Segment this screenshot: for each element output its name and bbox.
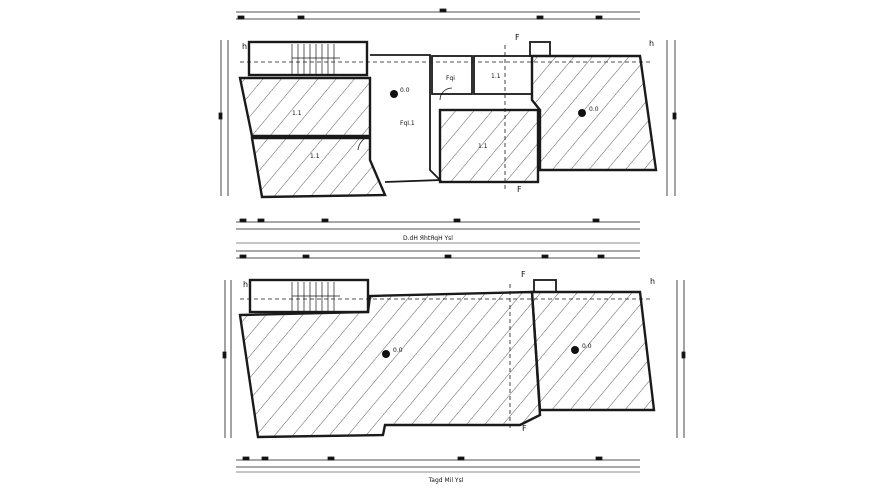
stair-treads: [291, 44, 340, 74]
plan-caption: Tagd Mil Ysl: [428, 477, 464, 484]
stair-block: [247, 40, 369, 77]
section-marker: F: [522, 424, 527, 433]
side-dimension-lines: [218, 40, 677, 196]
roof-slab: [238, 290, 542, 439]
shaft-top: [533, 279, 557, 293]
room-label: 1.1: [310, 153, 320, 160]
height-marker: h: [243, 280, 248, 289]
level-mark-text: 0.0: [393, 347, 403, 354]
plan-caption: D.dH ЯhtЯqH Ysl: [403, 235, 453, 242]
stair-treads: [291, 282, 340, 311]
room-label: 1.1: [292, 110, 302, 117]
level-mark-text: 0.0: [400, 87, 410, 94]
section-marker: F: [517, 185, 522, 194]
section-marker: F: [521, 270, 526, 279]
level-marker: [571, 346, 579, 354]
bottom-dimension-lines: [236, 456, 640, 468]
room-label: FqI.1: [400, 120, 415, 127]
level-mark-text: 0.0: [582, 343, 592, 350]
room-left-lower: [250, 136, 387, 199]
door-swing: [439, 87, 453, 101]
stair-block: [248, 278, 370, 314]
top-dimension-lines: [236, 250, 640, 259]
corridor-outline: [370, 54, 443, 183]
level-marker: [390, 90, 398, 98]
bottom-dimension-lines: [236, 218, 640, 230]
room-right: [530, 54, 658, 172]
level-marker: [382, 350, 390, 358]
room-wc-1: [431, 55, 473, 95]
side-dimension-lines: [222, 280, 686, 438]
height-marker: h: [649, 39, 654, 48]
shaft-top: [529, 41, 551, 57]
bottom-plan: 0.0 0.0 F F h h Tagd Mil Ysl: [222, 250, 686, 484]
top-dimension-lines: [236, 8, 640, 20]
room-left-upper: [238, 76, 372, 138]
door-swing: [357, 135, 371, 151]
top-plan: 0.0 0.0 1.1 1.1 1.1 1.1 Fqi FqI.1 F F h …: [218, 8, 677, 244]
room-center: [438, 108, 540, 184]
roof-slab-right: [530, 290, 656, 412]
height-marker: h: [242, 42, 247, 51]
room-label: 1.1: [478, 143, 488, 150]
room-label: 1.1: [491, 73, 501, 80]
height-marker: h: [650, 277, 655, 286]
level-mark-text: 0.0: [589, 106, 599, 113]
level-marker: [578, 109, 586, 117]
section-marker: F: [515, 33, 520, 42]
room-label: Fqi: [446, 75, 455, 82]
